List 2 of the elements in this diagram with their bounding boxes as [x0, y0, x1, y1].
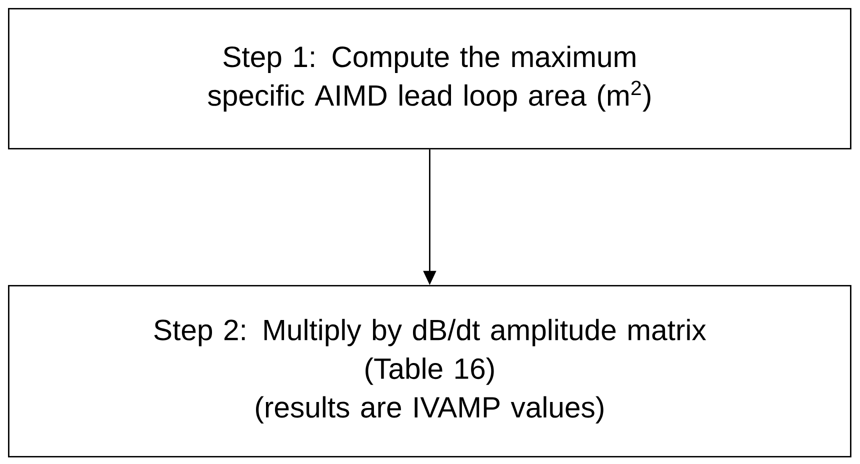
process-box: Step 1: Compute the maximum specific AIMD lead loop area (m$^{2}$)	[8, 8, 852, 150]
process-box: Step 2: Multiply by dB/dt amplitude matrix (Table 16) (results are IVAMP values)	[8, 285, 852, 458]
